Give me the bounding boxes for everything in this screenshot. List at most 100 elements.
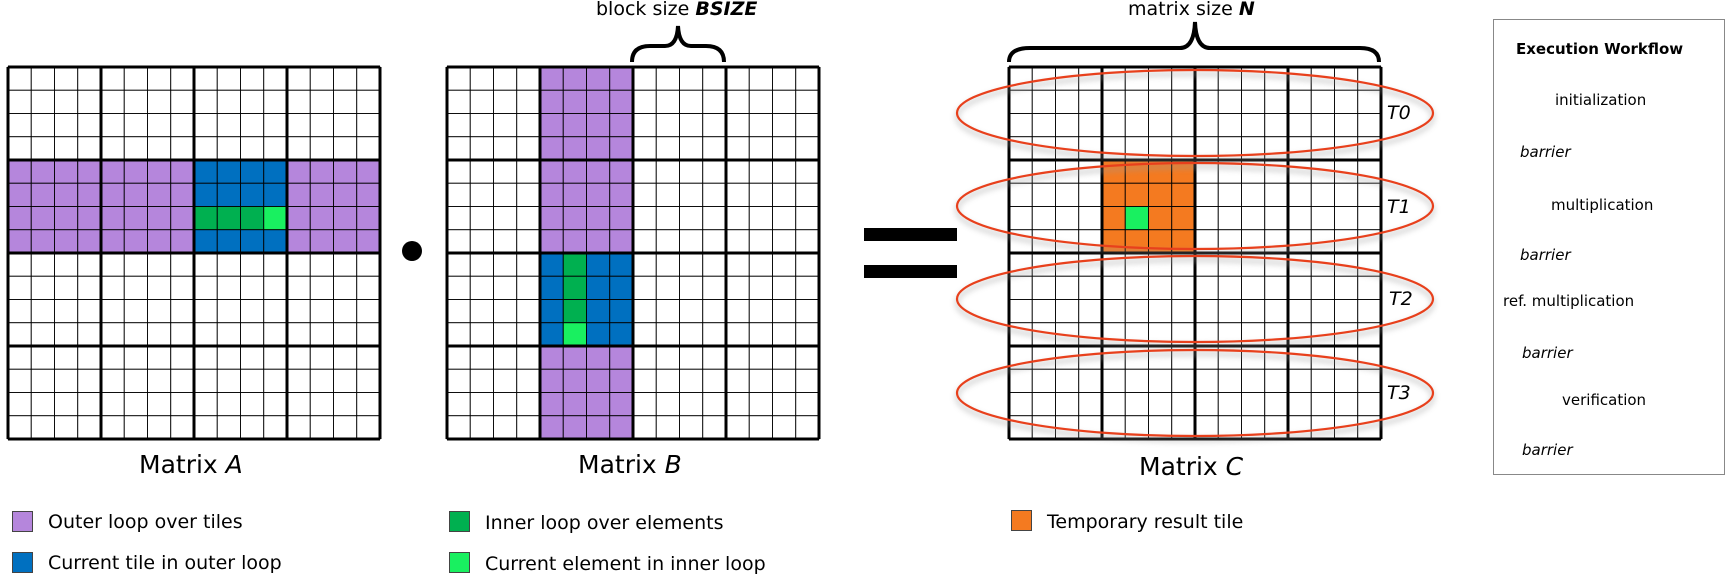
matrix-b-cell [702, 275, 727, 300]
matrix-a-cell [193, 322, 218, 347]
matrix-b-cell [469, 159, 494, 184]
matrix-a-cell [147, 345, 172, 370]
matrix-c-cell [1055, 89, 1080, 114]
matrix-c-cell [1241, 113, 1266, 138]
matrix-c-cell [1217, 182, 1242, 207]
matrix-b-cell [516, 113, 541, 138]
matrix-b-cell [679, 392, 704, 417]
legend-swatch-current-tile [12, 552, 33, 573]
matrix-a-cell [216, 229, 241, 254]
matrix-b-cell [446, 299, 471, 324]
matrix-b-cell [772, 368, 797, 393]
matrix-b-cell [702, 252, 727, 277]
matrix-a-cell [123, 322, 148, 347]
matrix-a-cell [263, 89, 288, 114]
matrix-a-cell [30, 66, 55, 91]
matrix-a-cell [356, 322, 381, 347]
matrix-b-cell [446, 136, 471, 161]
matrix-b-cell [655, 322, 680, 347]
matrix-b-cell [539, 322, 564, 347]
matrix-a-cell [147, 206, 172, 231]
matrix-b-cell [539, 345, 564, 370]
matrix-b-cell [562, 229, 587, 254]
matrix-c-cell [1217, 206, 1242, 231]
matrix-b-cell [562, 345, 587, 370]
matrix-a-cell [216, 392, 241, 417]
matrix-c-cell [1031, 182, 1056, 207]
matrix-a-cell [54, 206, 79, 231]
matrix-size-brace [1007, 21, 1381, 63]
matrix-b-cell [562, 113, 587, 138]
matrix-a-cell [123, 252, 148, 277]
matrix-a-cell [286, 299, 311, 324]
matrix-a-cell [309, 206, 334, 231]
block-size-brace [630, 25, 726, 63]
matrix-a-cell [286, 136, 311, 161]
matrix-b-cell [748, 66, 773, 91]
matrix-b-cell [469, 113, 494, 138]
matrix-b-cell [516, 275, 541, 300]
matrix-b-cell [516, 252, 541, 277]
matrix-b-cell [632, 368, 657, 393]
matrix-c-cell [1101, 89, 1126, 114]
matrix-a-cell [30, 322, 55, 347]
matrix-a-cell [333, 159, 358, 184]
matrix-b-title: Matrix B [578, 450, 682, 479]
matrix-c-cell [1194, 206, 1219, 231]
matrix-a-cell [147, 368, 172, 393]
matrix-a-cell [333, 206, 358, 231]
matrix-a-cell [263, 392, 288, 417]
matrix-a-cell [216, 275, 241, 300]
matrix-c-cell [1124, 113, 1149, 138]
matrix-a-cell [240, 299, 265, 324]
matrix-c-cell [1031, 113, 1056, 138]
matrix-a-cell [147, 159, 172, 184]
thread-label-t1: T1 [1387, 196, 1411, 218]
matrix-c-cell [1124, 299, 1149, 324]
matrix-c-cell [1171, 182, 1196, 207]
matrix-a-cell [356, 113, 381, 138]
matrix-a-cell [170, 206, 195, 231]
matrix-a-cell [333, 299, 358, 324]
matrix-a-cell [77, 368, 102, 393]
matrix-b-cell [655, 275, 680, 300]
matrix-a-cell [170, 322, 195, 347]
matrix-a-cell [170, 252, 195, 277]
matrix-c-cell [1310, 275, 1335, 300]
matrix-a-cell [147, 415, 172, 440]
matrix-b-cell [446, 159, 471, 184]
matrix-b-cell [469, 89, 494, 114]
matrix-a-cell [170, 229, 195, 254]
legend-swatch-current-element [449, 552, 470, 573]
matrix-a-cell [193, 252, 218, 277]
thread-ellipse-t0 [955, 68, 1435, 158]
matrix-b-cell [772, 113, 797, 138]
matrix-c-cell [1148, 299, 1173, 324]
matrix-c-cell [1101, 392, 1126, 417]
matrix-a-cell [54, 89, 79, 114]
matrix-b-cell [795, 415, 820, 440]
matrix-b-cell [609, 159, 634, 184]
matrix-a-cell [147, 229, 172, 254]
matrix-c-cell [1148, 113, 1173, 138]
size-braces [630, 21, 1381, 63]
matrix-a-cell [216, 136, 241, 161]
matrix-a-cell [309, 66, 334, 91]
matrix-a-cell [263, 136, 288, 161]
matrix-a-cell [263, 206, 288, 231]
matrix-a-cell [100, 89, 125, 114]
matrix-c-cell [1008, 113, 1033, 138]
matrix-b-cell [516, 66, 541, 91]
matrix-a-cell [333, 275, 358, 300]
matrix-c-cell [1334, 113, 1359, 138]
matrix-b-cell [748, 345, 773, 370]
matrix-b-cell [469, 252, 494, 277]
matrix-b-cell [539, 66, 564, 91]
matrix-a-cell [170, 159, 195, 184]
matrix-a-cell [123, 415, 148, 440]
matrix-b-cell [446, 113, 471, 138]
matrix-b-cell [725, 113, 750, 138]
matrix-a-cell [333, 113, 358, 138]
matrix-b-cell [539, 89, 564, 114]
matrix-b-cell [516, 136, 541, 161]
